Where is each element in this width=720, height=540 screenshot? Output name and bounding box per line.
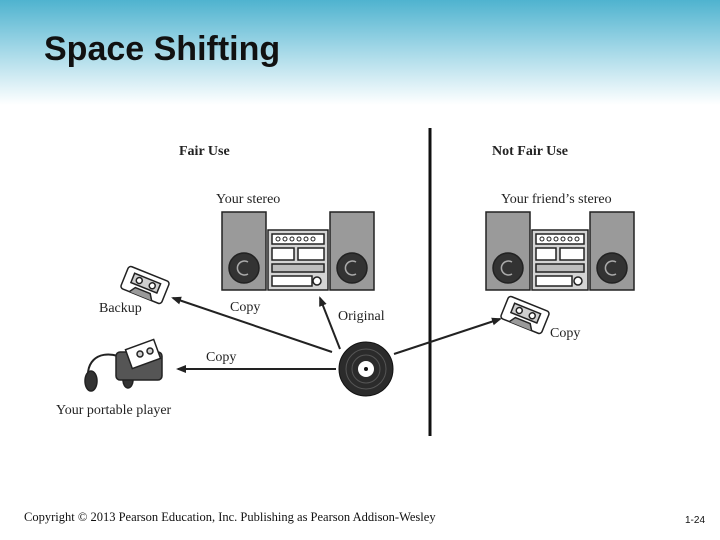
portable-player-icon [84, 338, 163, 392]
not-fair-use-heading: Not Fair Use [492, 144, 568, 159]
arrow-to-friend [393, 317, 502, 355]
copyright-text: Copyright © 2013 Pearson Education, Inc.… [24, 510, 436, 524]
backup-cassette-icon [120, 265, 170, 305]
friends-stereo-label: Your friend’s stereo [501, 192, 612, 207]
header-band [0, 0, 720, 105]
fair-use-heading: Fair Use [179, 144, 230, 159]
friend-copy-cassette-icon [500, 295, 550, 335]
slide-title: Space Shifting [44, 30, 281, 68]
original-record-icon [338, 341, 394, 397]
friends-stereo-icon [485, 211, 635, 291]
copy-label-stereo: Copy [230, 300, 260, 315]
copy-label-portable: Copy [206, 350, 236, 365]
original-label: Original [338, 309, 385, 324]
portable-player-label: Your portable player [56, 403, 172, 418]
your-stereo-label: Your stereo [216, 192, 280, 207]
copy-label-friend: Copy [550, 326, 580, 341]
arrow-to-stereo [319, 296, 341, 350]
your-stereo-icon [221, 211, 375, 291]
backup-label: Backup [99, 301, 142, 316]
page-number: 1-24 [685, 515, 706, 526]
flow-arrows [171, 296, 502, 373]
arrow-to-backup [171, 296, 333, 353]
